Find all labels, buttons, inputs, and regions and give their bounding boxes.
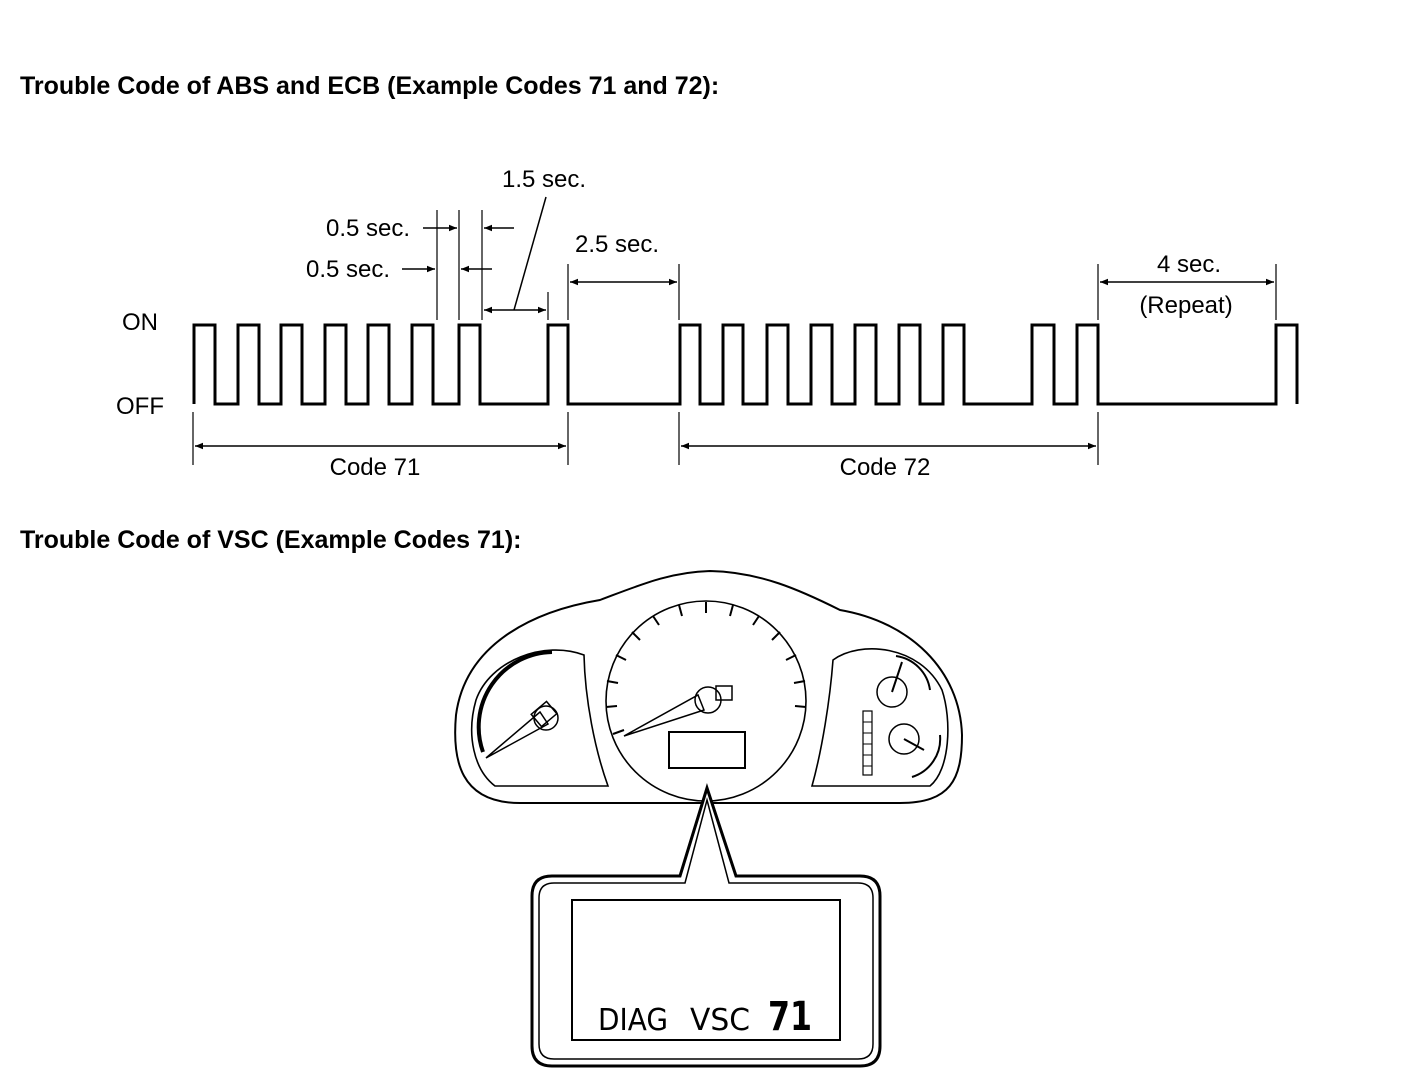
fuel-gauge [876,676,908,708]
display-callout: DIAG VSC 71 [530,783,882,1068]
off-state-label: OFF [116,393,164,420]
speedometer-ticks [605,602,807,735]
callout-bubble-inner [538,797,874,1060]
fuel-gauge-arc [895,655,931,691]
code-gap-label: 2.5 sec. [575,231,659,258]
on-state-label: ON [122,309,158,336]
pulse-off-duration-label: 0.5 sec. [306,256,390,283]
indicator-segments [863,721,872,767]
lcd-vsc-text: VSC [690,1003,750,1038]
pulse-on-duration-label: 0.5 sec. [326,215,410,242]
multi-info-display [668,731,746,769]
lcd-screen [571,899,841,1041]
temp-gauge [888,723,920,755]
abs-ecb-heading: Trouble Code of ABS and ECB (Example Cod… [20,72,720,100]
right-dial-pod [810,648,949,787]
indicator-column [862,710,873,776]
speedometer-dial [605,600,807,802]
fuel-gauge-needle [891,661,903,693]
temp-gauge-needle [903,738,925,751]
tachometer-center [533,705,559,731]
timing-chart: ON OFF 0.5 sec. 0.5 sec. 1.5 sec. [116,166,1299,481]
code-71-label: Code 71 [330,454,421,481]
repeat-gap-label: 4 sec. [1157,251,1221,278]
digit-gap-label: 1.5 sec. [502,166,586,193]
lcd-code-text: 71 [768,994,812,1040]
repeat-note: (Repeat) [1139,292,1232,319]
instrument-cluster [454,569,964,804]
left-dial-pod [470,649,610,787]
lcd-diag-text: DIAG [598,1003,668,1038]
code-72-label: Code 72 [840,454,931,481]
vsc-heading: Trouble Code of VSC (Example Codes 71): [20,526,522,554]
dimension-extension-lines [192,210,1277,465]
speedometer-hub [715,685,733,701]
tachometer-needle [485,710,550,759]
code-waveform [192,323,1299,406]
temp-gauge-arc [911,734,942,778]
tachometer-arc [476,650,553,753]
speedometer-needle [623,693,705,737]
digit-gap-leader [513,196,547,311]
cluster-housing [454,569,964,804]
